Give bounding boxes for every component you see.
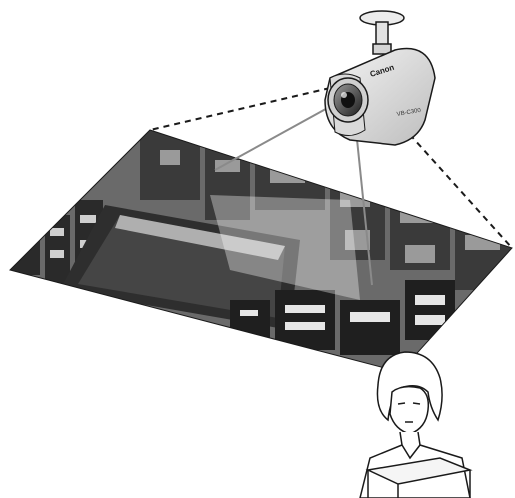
ceiling-mount <box>360 11 404 54</box>
camera-lens <box>328 78 368 122</box>
network-camera: Canon VB-C300 <box>325 49 435 145</box>
person-illustration <box>360 352 470 498</box>
street-scene-photo <box>0 120 515 380</box>
